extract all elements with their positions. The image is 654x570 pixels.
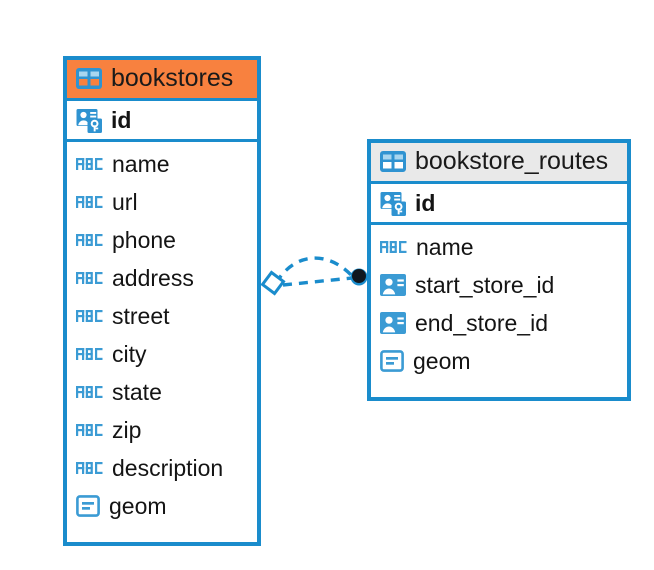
abc-text-icon xyxy=(76,158,103,170)
foreign-key-icon xyxy=(380,274,406,296)
field-label: name xyxy=(112,150,170,177)
field-label: phone xyxy=(112,226,176,253)
abc-text-icon xyxy=(76,310,103,322)
primary-key-section: id xyxy=(67,98,257,142)
entity-title: bookstore_routes xyxy=(415,147,609,175)
field-label: state xyxy=(112,378,162,405)
field-label: id xyxy=(415,189,436,216)
entity-header-bookstore-routes[interactable]: bookstore_routes xyxy=(371,143,627,181)
field-row-geom[interactable]: geom xyxy=(67,487,257,525)
field-label: address xyxy=(112,264,194,291)
field-label: geom xyxy=(109,492,167,519)
field-row-id[interactable]: id xyxy=(67,101,257,139)
field-list-bookstore-routes: name start_store_id xyxy=(371,225,627,380)
abc-text-icon xyxy=(380,241,407,253)
geometry-icon xyxy=(76,495,100,517)
field-label: url xyxy=(112,188,138,215)
field-row-geom[interactable]: geom xyxy=(371,342,627,380)
field-row-start-store-id[interactable]: start_store_id xyxy=(371,266,627,304)
relationship-end-store-id[interactable] xyxy=(274,256,354,284)
field-label: geom xyxy=(413,347,471,374)
primary-key-icon xyxy=(76,109,102,133)
abc-text-icon xyxy=(76,272,103,284)
field-label: end_store_id xyxy=(415,309,548,336)
field-label: zip xyxy=(112,416,142,443)
relationship-source-marker-diamond xyxy=(260,270,286,296)
field-row-name[interactable]: name xyxy=(67,145,257,183)
entity-table-bookstores[interactable]: bookstores id xyxy=(63,56,261,546)
table-icon xyxy=(380,151,406,172)
field-row-url[interactable]: url xyxy=(67,183,257,221)
field-row-street[interactable]: street xyxy=(67,297,257,335)
abc-text-icon xyxy=(76,234,103,246)
field-row-address[interactable]: address xyxy=(67,259,257,297)
field-list-bookstores: name url xyxy=(67,142,257,525)
abc-text-icon xyxy=(76,348,103,360)
entity-title: bookstores xyxy=(111,64,234,92)
field-row-state[interactable]: state xyxy=(67,373,257,411)
primary-key-section: id xyxy=(371,181,627,225)
field-label: name xyxy=(416,233,474,260)
field-label: id xyxy=(111,106,132,133)
abc-text-icon xyxy=(76,462,103,474)
field-label: start_store_id xyxy=(415,271,555,298)
field-row-phone[interactable]: phone xyxy=(67,221,257,259)
field-row-zip[interactable]: zip xyxy=(67,411,257,449)
foreign-key-icon xyxy=(380,312,406,334)
field-row-name[interactable]: name xyxy=(371,228,627,266)
field-row-end-store-id[interactable]: end_store_id xyxy=(371,304,627,342)
field-label: description xyxy=(112,454,224,481)
table-icon xyxy=(76,68,102,89)
relationship-target-marker-circle xyxy=(350,268,368,286)
abc-text-icon xyxy=(76,424,103,436)
geometry-icon xyxy=(380,350,404,372)
entity-header-bookstores[interactable]: bookstores xyxy=(67,60,257,98)
field-label: street xyxy=(112,302,170,329)
field-row-description[interactable]: description xyxy=(67,449,257,487)
field-row-city[interactable]: city xyxy=(67,335,257,373)
field-row-id[interactable]: id xyxy=(371,184,627,222)
field-label: city xyxy=(112,340,147,367)
abc-text-icon xyxy=(76,386,103,398)
primary-key-icon xyxy=(380,192,406,216)
abc-text-icon xyxy=(76,196,103,208)
entity-table-bookstore-routes[interactable]: bookstore_routes id xyxy=(367,139,631,401)
relationship-start-store-id[interactable] xyxy=(282,276,353,287)
